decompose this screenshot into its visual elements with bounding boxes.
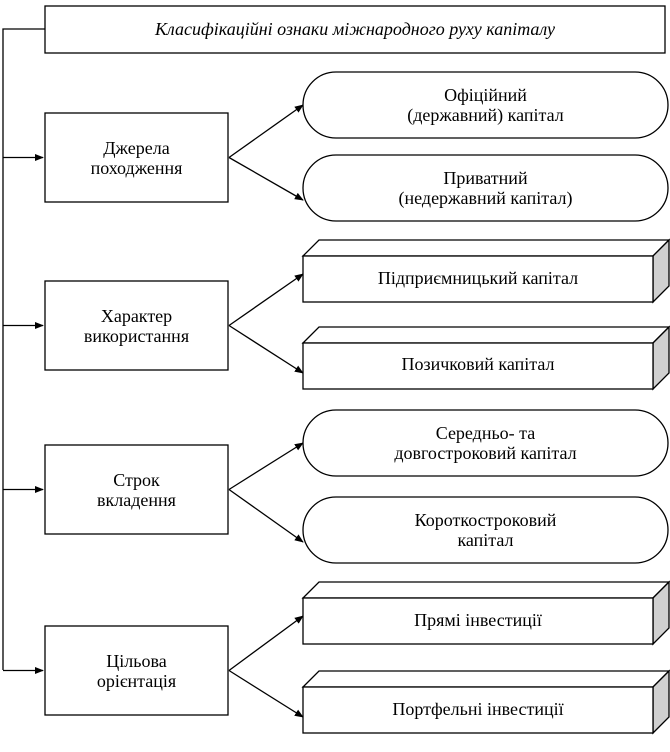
item-box-top-target-2 xyxy=(301,670,670,688)
category-label-target: Цільова орієнтація xyxy=(96,650,177,691)
branch-arrow-term-1 xyxy=(228,442,304,491)
branch-arrow-usage-1 xyxy=(228,273,304,327)
item-pill-term-1 xyxy=(302,409,669,477)
item-label-short-term-capital: Короткостроковий капітал xyxy=(414,510,557,550)
item-box-front-usage-2 xyxy=(302,342,654,390)
branch-arrow-target-2 xyxy=(228,669,304,718)
branch-arrow-source-2 xyxy=(228,156,304,201)
item-label-loan-capital: Позичковий капітал xyxy=(401,354,555,374)
item-label-portfolio-investment: Портфельні інвестиції xyxy=(392,699,564,719)
branch-arrow-target-1 xyxy=(228,615,304,672)
category-label-usage: Характер використання xyxy=(83,305,190,346)
category-box-target xyxy=(44,625,229,716)
item-label-direct-investment: Прямі інвестиції xyxy=(414,610,542,630)
item-label-medium-long-term-capital: Середньо- та довгостроковий капітал xyxy=(394,423,577,463)
item-box-front-target-1 xyxy=(302,597,654,645)
category-label-source: Джерела походження xyxy=(90,137,183,178)
category-label-term: Строк вкладення xyxy=(97,469,176,510)
category-box-term xyxy=(44,444,229,535)
branch-arrow-source-1 xyxy=(228,104,304,159)
item-pill-source-2 xyxy=(302,154,669,222)
item-label-entrepreneurial-capital: Підприємницький капітал xyxy=(377,268,579,288)
item-label-private-capital: Приватний (недержавний капітал) xyxy=(398,168,573,208)
category-box-usage xyxy=(44,280,229,371)
spine-connector xyxy=(2,28,45,670)
item-box-top-target-1 xyxy=(301,581,670,599)
item-box-front-usage-1 xyxy=(302,255,654,303)
branch-arrow-term-2 xyxy=(228,488,304,543)
title-box xyxy=(44,5,666,54)
item-label-official-capital: Офіційний (державний) капітал xyxy=(407,85,564,125)
item-box-top-usage-1 xyxy=(301,239,670,257)
item-box-front-target-2 xyxy=(302,686,654,734)
item-pill-term-2 xyxy=(302,496,669,564)
category-box-source xyxy=(44,112,229,203)
item-pill-source-1 xyxy=(302,71,669,139)
branch-arrow-usage-2 xyxy=(228,324,304,374)
diagram-title: Класифікаційні ознаки міжнародного руху … xyxy=(154,19,556,39)
